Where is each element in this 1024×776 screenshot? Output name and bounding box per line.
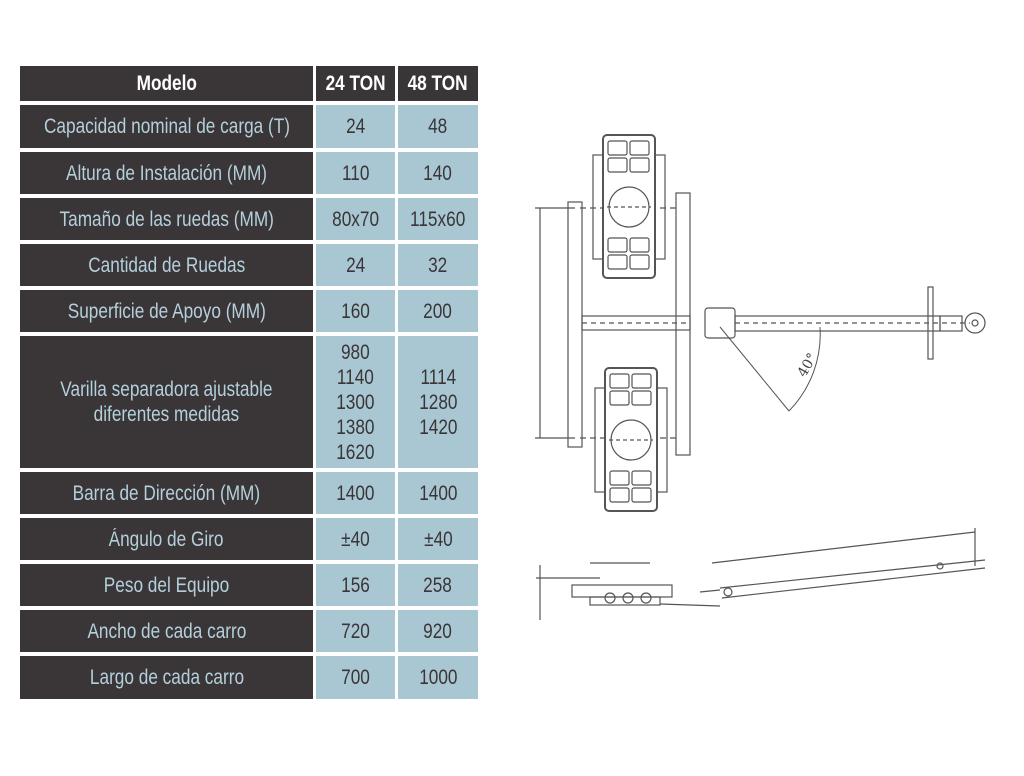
value-48ton-cell: 200 — [398, 290, 478, 332]
value-48ton-cell: ±40 — [398, 518, 478, 560]
angle-label: 40° — [795, 350, 821, 380]
row-label-cell: Tamaño de las ruedas (MM) — [20, 198, 313, 240]
row-label: Capacidad nominal de carga (T) — [43, 115, 290, 138]
row-label: Peso del Equipo — [103, 573, 230, 597]
value-24ton-cell: ±40 — [316, 518, 395, 560]
value-48ton-cell: 140 — [398, 152, 478, 194]
value-48ton: 200 — [423, 299, 453, 323]
table-row: Altura de Instalación (MM) 110 140 — [20, 152, 478, 194]
value-24ton-cell: 700 — [316, 656, 395, 699]
value-24ton-cell: 1400 — [316, 472, 395, 514]
row-label: Tamaño de las ruedas (MM) — [59, 207, 274, 231]
frame — [567, 192, 691, 456]
value-48ton-cell: 115x60 — [398, 198, 478, 240]
dimension-line — [535, 207, 575, 439]
header-modelo: Modelo — [20, 66, 313, 101]
value-48ton: 48 — [428, 115, 448, 138]
row-label: Ancho de cada carro — [87, 619, 246, 643]
value-48ton: 258 — [423, 573, 453, 597]
wheel-unit — [594, 367, 668, 512]
table-header-row: Modelo 24 TON 48 TON — [20, 66, 478, 101]
value-48ton: ±40 — [423, 527, 453, 551]
value-24ton: 160 — [341, 299, 370, 323]
value-24ton-cell: 980 1140 1300 1380 1620 — [316, 336, 395, 468]
table-row: Cantidad de Ruedas 24 32 — [20, 244, 478, 286]
row-label: Largo de cada carro — [89, 666, 244, 689]
value-24ton-cell: 720 — [316, 610, 395, 652]
row-label: Altura de Instalación (MM) — [66, 161, 267, 185]
table-row: Varilla separadora ajustable diferentes … — [20, 336, 478, 468]
value-48ton: 140 — [423, 161, 453, 185]
table-row: Largo de cada carro 700 1000 — [20, 656, 478, 699]
value-24ton: 700 — [341, 666, 370, 689]
row-label-cell: Largo de cada carro — [20, 656, 313, 699]
row-label-cell: Peso del Equipo — [20, 564, 313, 606]
header-text: 48 TON — [408, 72, 468, 95]
row-label-cell: Varilla separadora ajustable diferentes … — [20, 336, 313, 468]
value-48ton: 115x60 — [410, 207, 466, 231]
table-row: Peso del Equipo 156 258 — [20, 564, 478, 606]
table-row: Barra de Dirección (MM) 1400 1400 — [20, 472, 478, 514]
value-48ton: 1114 1280 1420 — [418, 365, 458, 439]
tow-bar — [704, 286, 986, 412]
header-text: 24 TON — [325, 72, 386, 95]
spec-table: Modelo 24 TON 48 TON Capacidad nominal d… — [20, 66, 478, 703]
row-label-cell: Cantidad de Ruedas — [20, 244, 313, 286]
wheel-unit — [592, 134, 666, 279]
value-48ton: 1400 — [418, 481, 458, 505]
row-label-cell: Capacidad nominal de carga (T) — [20, 105, 313, 148]
value-24ton-cell: 156 — [316, 564, 395, 606]
value-48ton-cell: 258 — [398, 564, 478, 606]
row-label: Ángulo de Giro — [109, 527, 224, 551]
row-label-cell: Ángulo de Giro — [20, 518, 313, 560]
value-24ton-cell: 24 — [316, 105, 395, 148]
header-24ton: 24 TON — [316, 66, 395, 101]
value-24ton: 1400 — [336, 481, 375, 505]
table-row: Ángulo de Giro ±40 ±40 — [20, 518, 478, 560]
value-48ton-cell: 32 — [398, 244, 478, 286]
side-view — [536, 528, 986, 620]
value-24ton: 24 — [345, 253, 366, 277]
row-label: Varilla separadora ajustable diferentes … — [60, 378, 273, 426]
value-48ton-cell: 48 — [398, 105, 478, 148]
value-48ton-cell: 1114 1280 1420 — [398, 336, 478, 468]
value-24ton: 80x70 — [332, 207, 379, 231]
header-text: Modelo — [136, 72, 197, 95]
row-label: Cantidad de Ruedas — [87, 253, 246, 277]
value-48ton-cell: 1000 — [398, 656, 478, 699]
value-24ton: 110 — [341, 161, 370, 185]
value-24ton-cell: 80x70 — [316, 198, 395, 240]
row-label-cell: Superficie de Apoyo (MM) — [20, 290, 313, 332]
row-label: Superficie de Apoyo (MM) — [67, 299, 266, 323]
row-label-cell: Barra de Dirección (MM) — [20, 472, 313, 514]
value-24ton: 980 1140 1300 1380 1620 — [336, 340, 375, 464]
value-24ton-cell: 110 — [316, 152, 395, 194]
value-48ton: 32 — [428, 253, 448, 277]
value-24ton-cell: 160 — [316, 290, 395, 332]
row-label: Barra de Dirección (MM) — [72, 481, 261, 505]
value-24ton: 720 — [341, 619, 370, 643]
table-row: Capacidad nominal de carga (T) 24 48 — [20, 105, 478, 148]
value-24ton: 24 — [345, 115, 366, 138]
header-48ton: 48 TON — [398, 66, 478, 101]
value-48ton: 1000 — [418, 666, 458, 689]
value-48ton-cell: 1400 — [398, 472, 478, 514]
table-row: Ancho de cada carro 720 920 — [20, 610, 478, 652]
value-48ton: 920 — [423, 619, 453, 643]
value-24ton: ±40 — [341, 527, 370, 551]
table-row: Tamaño de las ruedas (MM) 80x70 115x60 — [20, 198, 478, 240]
value-24ton: 156 — [341, 573, 370, 597]
value-24ton-cell: 24 — [316, 244, 395, 286]
table-row: Superficie de Apoyo (MM) 160 200 — [20, 290, 478, 332]
row-label-cell: Altura de Instalación (MM) — [20, 152, 313, 194]
row-label-cell: Ancho de cada carro — [20, 610, 313, 652]
value-48ton-cell: 920 — [398, 610, 478, 652]
